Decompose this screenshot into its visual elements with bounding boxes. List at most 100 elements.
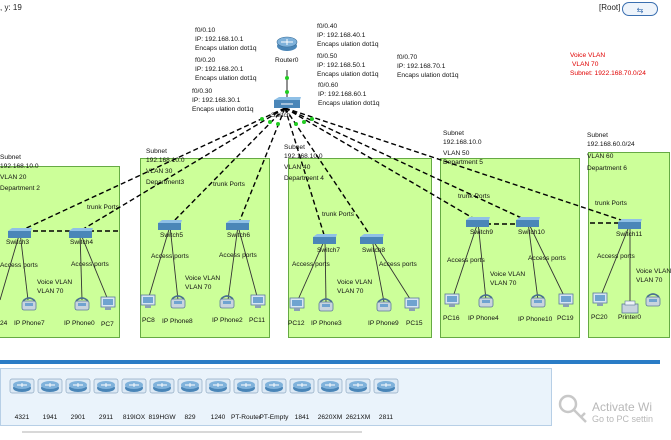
switch-icon[interactable]	[516, 214, 540, 227]
palette-scrollbar[interactable]	[22, 428, 362, 436]
pc-icon	[444, 293, 460, 308]
pc-icon	[289, 297, 305, 312]
palette-item-819iox[interactable]: 819IOX	[119, 375, 149, 421]
palette-item-1240[interactable]: 1240	[203, 375, 233, 421]
ip-phone-icon	[645, 293, 661, 307]
router-icon	[289, 377, 315, 395]
ip-phone-icon	[376, 298, 392, 312]
switch-icon[interactable]	[69, 225, 93, 238]
switch-label: Switch7	[317, 247, 341, 254]
switch-icon[interactable]	[618, 216, 642, 229]
pc-icon	[404, 297, 420, 312]
ip-phone-icon	[318, 298, 334, 312]
trunk-ports-label: trunk Ports	[213, 181, 245, 188]
switch-icon[interactable]	[313, 231, 337, 244]
device-label: PC8	[142, 317, 155, 324]
palette-item-819hgw[interactable]: 819HGW	[147, 375, 177, 421]
device-label: PC7	[101, 321, 114, 328]
palette-item-2620xm[interactable]: 2620XM	[315, 375, 345, 421]
trunk-link	[284, 107, 479, 222]
cursor-coordinates: , y: 19	[0, 3, 22, 12]
end-devices	[21, 292, 661, 314]
palette-item-1841[interactable]: 1841	[287, 375, 317, 421]
access-ports-label: Access ports	[0, 262, 38, 269]
palette-item-4321[interactable]: 4321	[7, 375, 37, 421]
palette-item-829[interactable]: 829	[175, 375, 205, 421]
trunk-link	[284, 107, 326, 239]
access-ports-label: Access ports	[528, 255, 566, 262]
ip-phone-icon	[478, 294, 494, 308]
activate-windows-subtitle: Go to PC settin	[592, 414, 654, 424]
palette-item-1941[interactable]: 1941	[35, 375, 65, 421]
root-label: [Root]	[599, 3, 621, 12]
switch-label: Switch6	[227, 232, 251, 239]
router-icon	[233, 377, 259, 395]
switch-icon[interactable]	[466, 214, 490, 227]
panel-separator	[0, 360, 660, 364]
switch-icon[interactable]	[360, 231, 384, 244]
device-label: IP Phone7	[14, 320, 45, 327]
palette-item-label: PT-Empty	[259, 414, 289, 421]
switch-icon[interactable]	[226, 217, 250, 230]
device-label: PC19	[557, 315, 574, 322]
palette-item-2911[interactable]: 2911	[91, 375, 121, 421]
palette-item-label: 2620XM	[317, 414, 343, 421]
palette-item-label: 1841	[294, 414, 310, 421]
pc-icon	[558, 293, 574, 308]
router-icon	[93, 377, 119, 395]
switch-icon[interactable]	[8, 225, 32, 238]
device-label: PC16	[443, 315, 460, 322]
access-ports-label: Access ports	[219, 252, 257, 259]
device-label: IP Phone10	[518, 316, 553, 323]
activate-windows-title: Activate Wi	[592, 400, 653, 414]
access-ports-label: Access ports	[71, 261, 109, 268]
palette-item-label: 829	[184, 414, 196, 421]
key-icon	[558, 394, 587, 423]
palette-item-2621xm[interactable]: 2621XM	[343, 375, 373, 421]
device-label: IP Phone4	[468, 315, 499, 322]
switch-label: Switch4	[70, 239, 94, 246]
switch-icon[interactable]	[158, 217, 182, 230]
router-icon	[121, 377, 147, 395]
router-icon	[317, 377, 343, 395]
device-label: PC11	[249, 317, 266, 324]
router-icon	[177, 377, 203, 395]
network-links	[0, 70, 640, 306]
root-navigation-button[interactable]: ⇆	[622, 2, 658, 16]
palette-item-2811[interactable]: 2811	[371, 375, 401, 421]
access-ports-label: Access ports	[447, 257, 485, 264]
palette-item-pt-router[interactable]: PT-Router	[231, 375, 261, 421]
ip-phone-icon	[170, 295, 186, 309]
device-label: Printer0	[618, 314, 642, 321]
switch-label: Switch11	[616, 231, 643, 238]
device-label: IP Phone2	[212, 317, 243, 324]
palette-item-label: 2811	[378, 414, 394, 421]
switch-icon[interactable]	[273, 96, 301, 108]
trunk-link	[284, 107, 529, 222]
ip-phone-icon	[530, 294, 546, 308]
palette-item-label: 1941	[42, 414, 58, 421]
trunk-link	[284, 107, 631, 224]
palette-item-label: 1240	[210, 414, 226, 421]
trunk-ports-label: trunk Ports	[322, 211, 354, 218]
switch-label: Switch5	[160, 232, 184, 239]
access-ports-label: Access ports	[379, 261, 417, 268]
palette-item-2901[interactable]: 2901	[63, 375, 93, 421]
palette-item-pt-empty[interactable]: PT-Empty	[259, 375, 289, 421]
ip-phone-icon	[74, 297, 90, 311]
device-label: IP Phone8	[162, 318, 193, 325]
router-icon[interactable]	[276, 36, 298, 52]
